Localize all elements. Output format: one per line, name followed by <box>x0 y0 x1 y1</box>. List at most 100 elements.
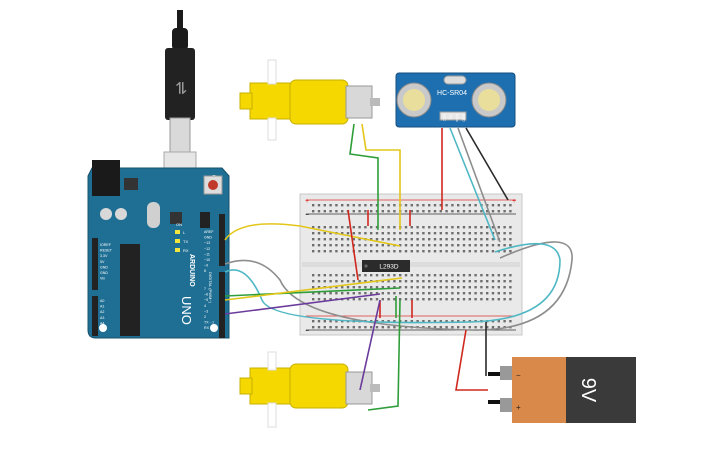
breadboard-hole <box>422 292 425 295</box>
breadboard-hole <box>358 326 361 329</box>
breadboard-hole <box>445 244 448 247</box>
breadboard-hole <box>451 292 454 295</box>
breadboard-hole <box>422 210 425 213</box>
breadboard-hole <box>312 286 315 289</box>
breadboard-hole <box>329 292 332 295</box>
breadboard-hole <box>393 286 396 289</box>
breadboard-hole <box>312 226 315 229</box>
breadboard-hole <box>323 298 326 301</box>
header-top-label-0: AREF <box>204 230 214 234</box>
breadboard-hole <box>468 232 471 235</box>
breadboard-hole <box>462 280 466 283</box>
breadboard-hole <box>312 292 315 295</box>
breadboard-hole <box>433 274 437 277</box>
breadboard-hole <box>422 320 425 323</box>
breadboard-hole <box>341 204 344 207</box>
breadboard-hole <box>439 286 442 289</box>
header-digital-label-3: 4 <box>204 304 206 308</box>
breadboard-hole <box>474 292 477 295</box>
breadboard-hole <box>451 226 454 229</box>
breadboard-hole <box>364 250 367 253</box>
header-analog-label-4: A4 <box>100 321 104 325</box>
header-analog-label-0: A0 <box>100 299 104 303</box>
breadboard-hole <box>451 298 454 301</box>
breadboard-hole <box>468 274 471 277</box>
breadboard-hole <box>428 244 431 247</box>
breadboard-hole <box>445 274 448 277</box>
breadboard[interactable] <box>299 193 523 336</box>
header-power-label-1: RESET <box>100 249 113 253</box>
breadboard-hole <box>491 292 495 295</box>
breadboard-hole <box>509 232 512 235</box>
breadboard-hole <box>352 292 355 295</box>
motor-top[interactable] <box>239 59 380 141</box>
breadboard-hole <box>474 210 477 213</box>
breadboard-hole <box>433 204 437 207</box>
breadboard-hole <box>462 286 466 289</box>
battery-label: 9V <box>577 378 599 403</box>
breadboard-hole <box>445 286 448 289</box>
sensor-pin-label-0: VCC <box>442 114 446 122</box>
breadboard-hole <box>509 292 512 295</box>
breadboard-hole <box>486 250 489 253</box>
breadboard-hole <box>375 298 379 301</box>
breadboard-hole <box>433 232 437 235</box>
breadboard-hole <box>335 244 338 247</box>
led-label-2: RX <box>183 248 189 253</box>
breadboard-hole <box>323 244 326 247</box>
breadboard-hole <box>358 286 361 289</box>
breadboard-hole <box>480 250 483 253</box>
breadboard-hole <box>474 226 477 229</box>
hc-sr04-sensor[interactable] <box>395 72 516 128</box>
breadboard-hole <box>468 238 471 241</box>
breadboard-hole <box>335 292 338 295</box>
motor-bottom[interactable] <box>239 351 380 428</box>
breadboard-hole <box>428 274 431 277</box>
breadboard-hole <box>381 280 384 283</box>
breadboard-hole <box>352 232 355 235</box>
breadboard-hole <box>503 292 506 295</box>
breadboard-hole <box>387 274 390 277</box>
breadboard-hole <box>335 326 338 329</box>
breadboard-hole <box>335 210 338 213</box>
l293d-chip[interactable] <box>362 260 410 272</box>
breadboard-hole <box>428 232 431 235</box>
breadboard-hole <box>480 286 483 289</box>
breadboard-hole <box>451 320 454 323</box>
arduino-uno[interactable] <box>87 160 230 339</box>
breadboard-hole <box>364 326 367 329</box>
breadboard-hole <box>312 204 315 207</box>
rail-minus-top: − <box>305 212 309 219</box>
breadboard-hole <box>346 292 350 295</box>
breadboard-hole <box>486 238 489 241</box>
breadboard-hole <box>468 326 471 329</box>
breadboard-hole <box>416 210 419 213</box>
breadboard-hole <box>416 204 419 207</box>
breadboard-hole <box>486 280 489 283</box>
breadboard-hole <box>375 204 379 207</box>
breadboard-hole <box>410 244 413 247</box>
breadboard-hole <box>497 244 500 247</box>
breadboard-hole <box>416 226 419 229</box>
breadboard-hole <box>370 286 373 289</box>
breadboard-hole <box>387 326 390 329</box>
wire-gray-arduino <box>224 241 573 331</box>
breadboard-hole <box>433 210 437 213</box>
breadboard-hole <box>375 226 379 229</box>
chip-label: L293D <box>379 264 398 271</box>
breadboard-hole <box>381 244 384 247</box>
breadboard-hole <box>335 280 338 283</box>
breadboard-hole <box>410 250 413 253</box>
battery-9v[interactable] <box>488 357 636 423</box>
breadboard-hole <box>445 292 448 295</box>
wire-yellow-arduino <box>224 223 401 247</box>
breadboard-hole <box>381 238 384 241</box>
breadboard-hole <box>491 210 495 213</box>
wire-red-bb-1 <box>347 209 359 281</box>
breadboard-hole <box>341 320 344 323</box>
breadboard-holes <box>312 204 512 329</box>
breadboard-hole <box>457 238 460 241</box>
header-power-label-6: Vin <box>100 277 105 281</box>
header-digital-label-7: RX←0 <box>204 326 215 330</box>
breadboard-hole <box>457 280 460 283</box>
